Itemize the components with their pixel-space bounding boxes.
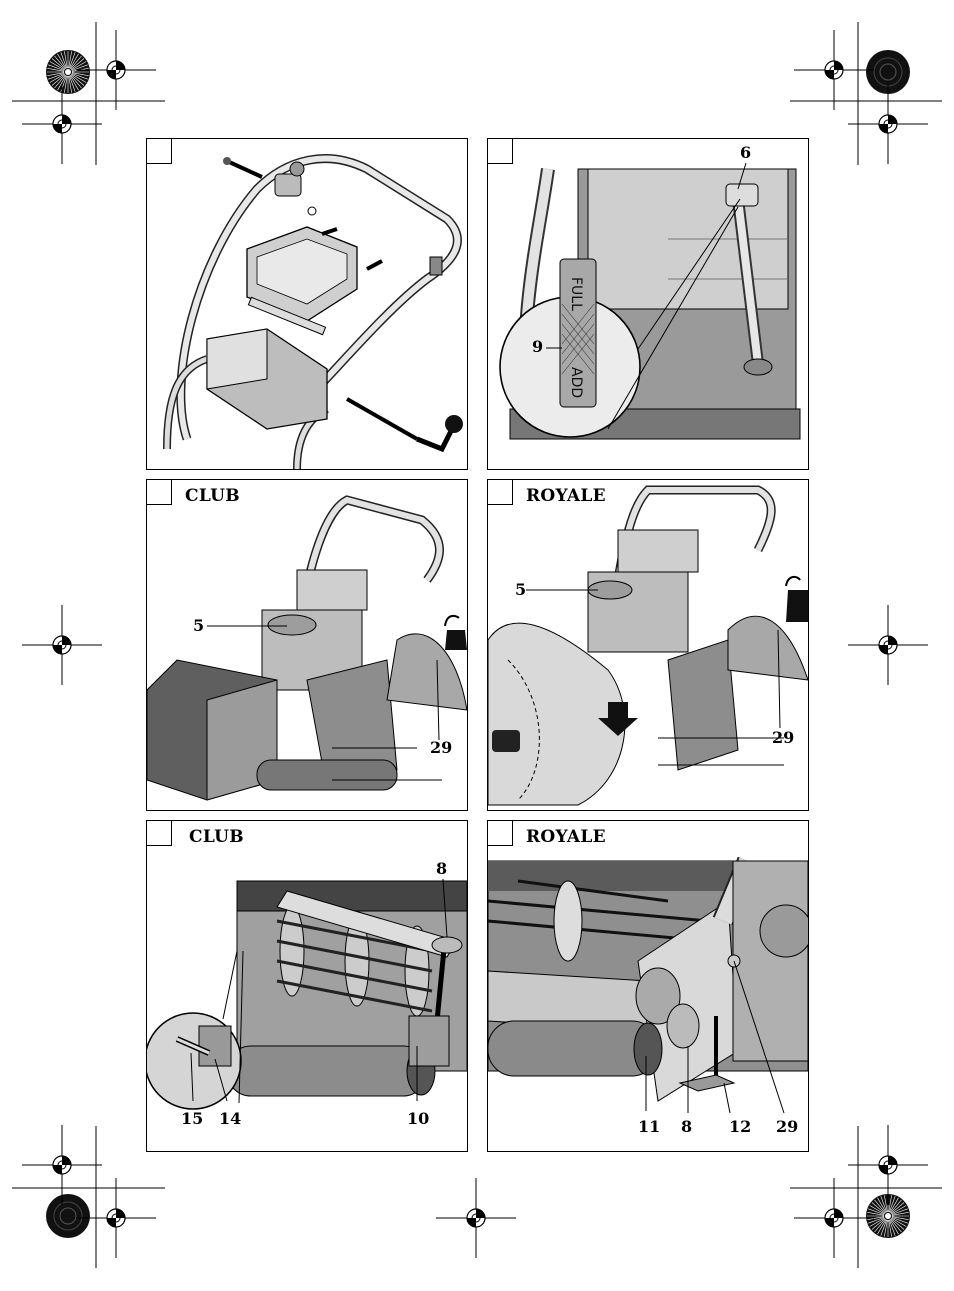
figure-panel-6: ROYALE bbox=[487, 820, 809, 1152]
callout-6: 6 bbox=[740, 143, 752, 162]
callout-11: 11 bbox=[638, 1117, 661, 1136]
figure-number-box bbox=[488, 139, 513, 164]
push-arrow-icon bbox=[598, 702, 638, 736]
registration-crosshair-icon bbox=[848, 1125, 928, 1205]
starburst-target-icon bbox=[866, 50, 910, 94]
figure-number-box bbox=[147, 821, 172, 846]
oil-dipstick-illustration: FULL ADD bbox=[499, 162, 801, 440]
figure-number-box bbox=[488, 821, 513, 846]
callout-10: 10 bbox=[407, 1109, 430, 1128]
registration-crosshair-icon bbox=[22, 1125, 102, 1205]
callout-15: 15 bbox=[181, 1109, 204, 1128]
starburst-target-icon bbox=[866, 1194, 910, 1238]
registration-crosshair-icon bbox=[76, 30, 156, 110]
registration-crosshair-icon bbox=[794, 30, 874, 110]
dipstick-full-label: FULL bbox=[568, 277, 584, 311]
registration-crosshair-icon bbox=[22, 84, 102, 164]
figure-panel-2: FULL ADD 6 9 bbox=[487, 138, 809, 470]
dipstick-add-label: ADD bbox=[568, 367, 584, 398]
callout-8: 8 bbox=[681, 1117, 693, 1136]
figure-panel-5: CLUB bbox=[146, 820, 468, 1152]
royale-mower-filling-illustration bbox=[488, 485, 808, 806]
starburst-target-icon bbox=[46, 50, 90, 94]
callout-14: 14 bbox=[219, 1109, 242, 1128]
callout-9: 9 bbox=[532, 337, 544, 356]
figure-panel-4: ROYALE 5 29 bbox=[487, 479, 809, 811]
callout-5: 5 bbox=[193, 616, 205, 635]
panel-title: CLUB bbox=[189, 827, 244, 847]
panel-title: ROYALE bbox=[526, 486, 606, 506]
figure-panel-3: CLUB 5 29 bbox=[146, 479, 468, 811]
figure-number-box bbox=[147, 139, 172, 164]
panel-title: CLUB bbox=[185, 486, 240, 506]
callout-12: 12 bbox=[729, 1117, 752, 1136]
club-cylinder-adjustment-illustration bbox=[147, 878, 467, 1110]
starburst-target-icon bbox=[46, 1194, 90, 1238]
registration-crosshair-icon bbox=[848, 605, 928, 685]
royale-cylinder-adjustment-illustration bbox=[488, 856, 808, 1114]
registration-crosshair-icon bbox=[794, 1178, 874, 1258]
registration-crosshair-icon bbox=[436, 1178, 516, 1258]
handle-assembly-illustration bbox=[163, 154, 463, 469]
figure-panel-1 bbox=[146, 138, 468, 470]
club-mower-filling-illustration bbox=[147, 495, 467, 801]
callout-5: 5 bbox=[515, 580, 527, 599]
registration-crosshair-icon bbox=[848, 84, 928, 164]
callout-29: 29 bbox=[776, 1117, 799, 1136]
registration-crosshair-icon bbox=[76, 1178, 156, 1258]
callout-29: 29 bbox=[430, 738, 453, 757]
callout-29: 29 bbox=[772, 728, 795, 747]
callout-8: 8 bbox=[436, 859, 448, 878]
figure-number-box bbox=[488, 480, 513, 505]
registration-crosshair-icon bbox=[22, 605, 102, 685]
panel-title: ROYALE bbox=[526, 827, 606, 847]
figure-number-box bbox=[147, 480, 172, 505]
